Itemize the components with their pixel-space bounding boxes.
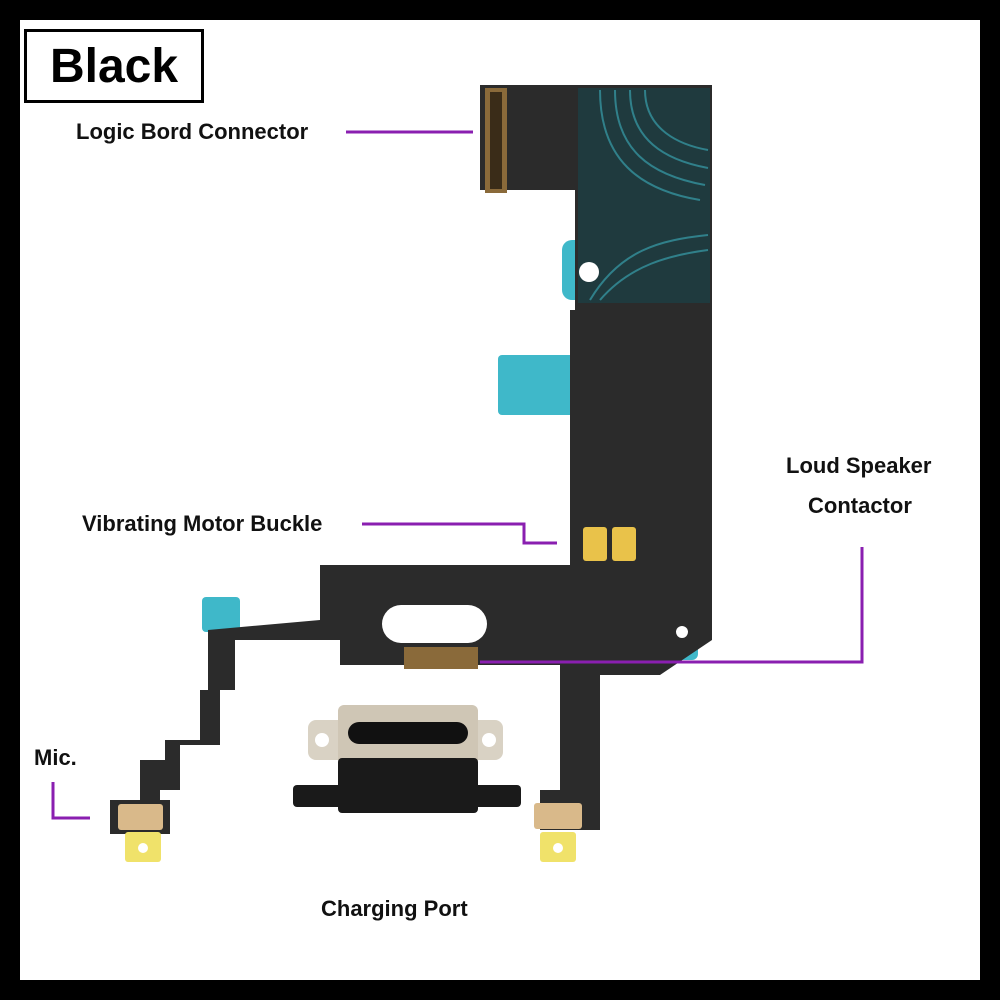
leader-line-vibrating-motor	[362, 522, 557, 545]
screw-hole-right	[676, 626, 688, 638]
leader-lines	[51, 130, 864, 820]
vibrating-motor-pads	[583, 527, 636, 561]
flex-upper-traces	[589, 89, 709, 301]
label-loud-speaker-line1: Loud Speaker	[786, 453, 932, 478]
mic-right	[534, 803, 582, 862]
speaker-contact-connector	[404, 647, 478, 669]
label-charging-port: Charging Port	[321, 896, 468, 921]
variant-color-box: Black	[24, 29, 204, 103]
mic-left	[118, 804, 163, 862]
stiffener-tab-left	[202, 597, 240, 632]
label-mic: Mic.	[34, 745, 77, 770]
speaker-cutout	[382, 605, 487, 643]
label-vibrating-motor-buckle: Vibrating Motor Buckle	[82, 511, 323, 536]
label-loud-speaker-line2: Contactor	[808, 493, 912, 518]
leader-line-mic	[51, 782, 90, 820]
flex-cable-main-body	[140, 85, 712, 820]
screw-hole-upper	[579, 262, 599, 282]
logic-board-connector	[485, 88, 507, 193]
label-logic-board-connector: Logic Bord Connector	[76, 119, 309, 144]
stiffener-tab-middle	[498, 355, 580, 415]
charging-port	[293, 705, 521, 813]
variant-label: Black	[49, 39, 179, 93]
leader-line-loud-speaker	[480, 547, 864, 664]
